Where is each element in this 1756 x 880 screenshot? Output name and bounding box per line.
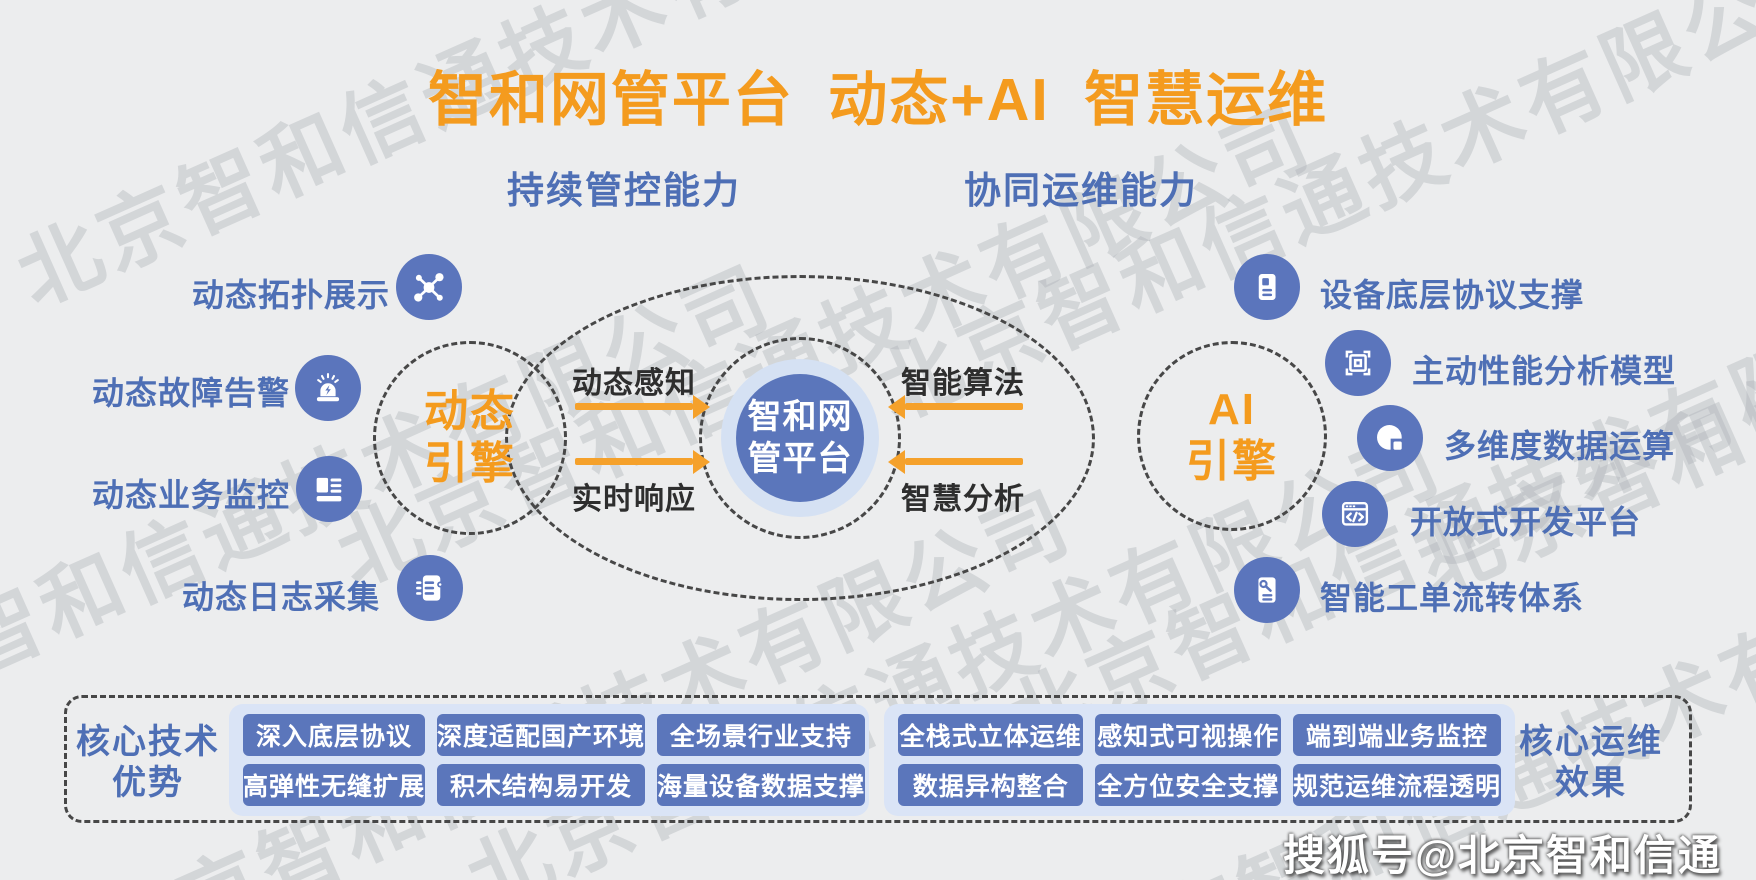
- feature-label-topology: 动态拓扑展示: [191, 277, 390, 313]
- dynamic-engine-label-line2: 引擎: [424, 439, 516, 488]
- flow-label-smart-analysis: 智慧分析: [901, 483, 1025, 516]
- platform-core-circle: 智和网 管平台: [736, 374, 864, 502]
- ops-chip: 端到端业务监控: [1292, 714, 1501, 756]
- pie-chart-icon: [1357, 405, 1423, 471]
- topology-icon: [396, 254, 462, 320]
- subtitle-collaborative-ops: 协同运维能力: [964, 170, 1198, 211]
- ops-chip: 全栈式立体运维: [898, 714, 1084, 756]
- dynamic-engine-label-line1: 动态: [424, 387, 516, 437]
- platform-name-line2: 管平台: [747, 440, 853, 478]
- flow-label-realtime-response: 实时响应: [572, 483, 696, 516]
- arrow-smart-analysis: [905, 458, 1023, 465]
- core-ops-effect-title: 核心运维 效果: [1506, 722, 1676, 805]
- log-collect-icon: [397, 555, 463, 621]
- platform-dashed-ring: [699, 337, 901, 539]
- cpu-chip-icon: [1325, 330, 1391, 396]
- tech-chip: 全场景行业支持: [657, 714, 866, 756]
- capabilities-box: [64, 695, 1692, 823]
- sohu-account-watermark: 搜狐号@北京智和信通: [1283, 832, 1722, 879]
- ops-effect-panel: 全栈式立体运维 感知式可视操作 端到端业务监控 数据异构整合 全方位安全支撑 规…: [884, 704, 1515, 816]
- feature-label-protocol-support: 设备底层协议支撑: [1320, 277, 1585, 313]
- feature-label-performance-model: 主动性能分析模型: [1412, 353, 1677, 389]
- feature-label-fault-alarm: 动态故障告警: [91, 375, 290, 411]
- feature-label-log-collect: 动态日志采集: [181, 579, 380, 615]
- core-tech-advantage-title: 核心技术 优势: [63, 722, 233, 805]
- feature-label-open-platform: 开放式开发平台: [1410, 504, 1642, 540]
- subtitle-continuous-control: 持续管控能力: [507, 170, 741, 211]
- arrow-realtime-response: [575, 458, 693, 465]
- ops-chip: 感知式可视操作: [1095, 714, 1281, 756]
- feature-label-data-computation: 多维度数据运算: [1444, 428, 1676, 464]
- flow-label-dynamic-sense: 动态感知: [572, 367, 696, 400]
- core-ops-title-line1: 核心运维: [1519, 723, 1663, 761]
- ops-chip: 全方位安全支撑: [1095, 764, 1281, 806]
- ops-chip: 数据异构整合: [898, 764, 1084, 806]
- core-tech-title-line1: 核心技术: [76, 723, 220, 761]
- tech-chip: 积木结构易开发: [437, 764, 646, 806]
- tech-chip: 深入底层协议: [243, 714, 426, 756]
- work-order-icon: [1234, 557, 1300, 623]
- arrow-dynamic-sense: [575, 403, 693, 410]
- feature-label-work-order: 智能工单流转体系: [1320, 580, 1585, 616]
- ai-engine-label-line2: 引擎: [1186, 437, 1278, 486]
- ops-chip: 规范运维流程透明: [1292, 764, 1501, 806]
- business-monitor-icon: [296, 456, 362, 522]
- tech-advantage-panel: 深入底层协议 深度适配国产环境 全场景行业支持 高弹性无缝扩展 积木结构易开发 …: [229, 704, 869, 816]
- ai-engine-label-line1: AI: [1208, 385, 1256, 435]
- protocol-card-icon: [1234, 254, 1300, 320]
- tech-chip: 深度适配国产环境: [437, 714, 646, 756]
- ai-engine-circle: AI 引擎: [1137, 341, 1327, 531]
- alarm-icon: [295, 355, 361, 421]
- feature-label-business-monitor: 动态业务监控: [91, 477, 290, 513]
- dynamic-engine-circle: 动态 引擎: [373, 341, 567, 535]
- core-ops-title-line2: 效果: [1555, 764, 1627, 803]
- page-title: 智和网管平台 动态+AI 智慧运维: [427, 67, 1329, 133]
- code-window-icon: [1322, 481, 1388, 547]
- core-tech-title-line2: 优势: [112, 764, 184, 803]
- tech-chip: 海量设备数据支撑: [657, 764, 866, 806]
- arrow-ai-algorithm: [905, 403, 1023, 410]
- tech-chip: 高弹性无缝扩展: [243, 764, 426, 806]
- flow-label-ai-algorithm: 智能算法: [901, 367, 1025, 400]
- platform-name-line1: 智和网: [747, 397, 853, 436]
